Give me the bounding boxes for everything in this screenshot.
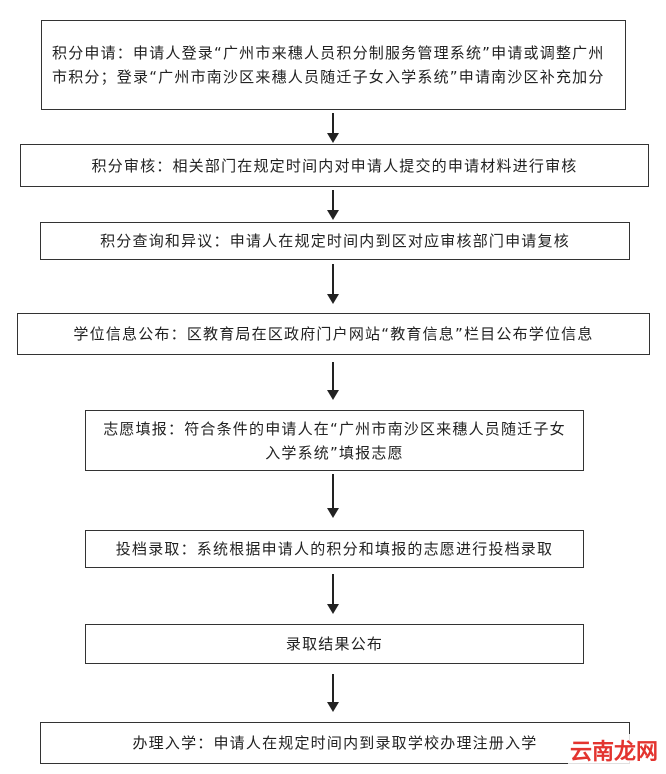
step-enroll-box: 办理入学：申请人在规定时间内到录取学校办理注册入学 [40, 722, 630, 764]
step-result-text: 录取结果公布 [285, 635, 384, 653]
step-apply-box: 积分申请：申请人登录“广州市来穗人员积分制服务管理系统”申请或调整广州市积分；登… [41, 20, 626, 110]
arrow-2 [327, 190, 339, 220]
step-admit-text: 投档录取：系统根据申请人的积分和填报的志愿进行投档录取 [115, 540, 554, 558]
step-result-box: 录取结果公布 [85, 624, 584, 664]
arrow-7 [327, 674, 339, 712]
watermark-logo: 云南龙网 [567, 734, 660, 766]
step-wish-text: 志愿填报：符合条件的申请人在“广州市南沙区来穗人员随迁子女入学系统”填报志愿 [103, 419, 566, 462]
step-wish-box: 志愿填报：符合条件的申请人在“广州市南沙区来穗人员随迁子女入学系统”填报志愿 [85, 410, 584, 471]
step-announce-box: 学位信息公布：区教育局在区政府门户网站“教育信息”栏目公布学位信息 [17, 313, 650, 355]
step-enroll-text: 办理入学：申请人在规定时间内到录取学校办理注册入学 [132, 734, 538, 752]
step-apply-text: 积分申请：申请人登录“广州市来穗人员积分制服务管理系统”申请或调整广州市积分；登… [52, 44, 605, 86]
arrow-4 [327, 362, 339, 400]
arrow-3 [327, 264, 339, 304]
step-review-box: 积分审核：相关部门在规定时间内对申请人提交的申请材料进行审核 [20, 144, 649, 187]
step-query-box: 积分查询和异议：申请人在规定时间内到区对应审核部门申请复核 [40, 222, 630, 260]
arrow-5 [327, 474, 339, 518]
arrow-1 [327, 113, 339, 143]
arrow-6 [327, 574, 339, 614]
step-admit-box: 投档录取：系统根据申请人的积分和填报的志愿进行投档录取 [85, 530, 584, 568]
step-review-text: 积分审核：相关部门在规定时间内对申请人提交的申请材料进行审核 [91, 156, 578, 175]
step-query-text: 积分查询和异议：申请人在规定时间内到区对应审核部门申请复核 [100, 232, 570, 250]
step-announce-text: 学位信息公布：区教育局在区政府门户网站“教育信息”栏目公布学位信息 [73, 325, 594, 343]
